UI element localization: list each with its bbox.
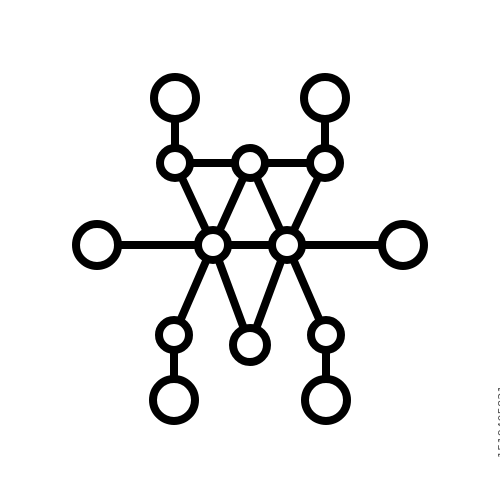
node-large	[301, 375, 351, 425]
node-large	[300, 73, 350, 123]
node-small	[307, 316, 345, 354]
node-large	[150, 73, 200, 123]
node-small	[306, 144, 344, 182]
node-large	[72, 220, 122, 270]
node-small	[156, 144, 194, 182]
node-medium	[229, 324, 271, 366]
node-large	[149, 375, 199, 425]
node-small	[155, 316, 193, 354]
nodes	[72, 73, 428, 425]
node-small	[194, 226, 232, 264]
stock-id-watermark: 1519405821	[496, 385, 500, 458]
node-small	[268, 226, 306, 264]
node-large	[378, 220, 428, 270]
node-small	[231, 144, 269, 182]
